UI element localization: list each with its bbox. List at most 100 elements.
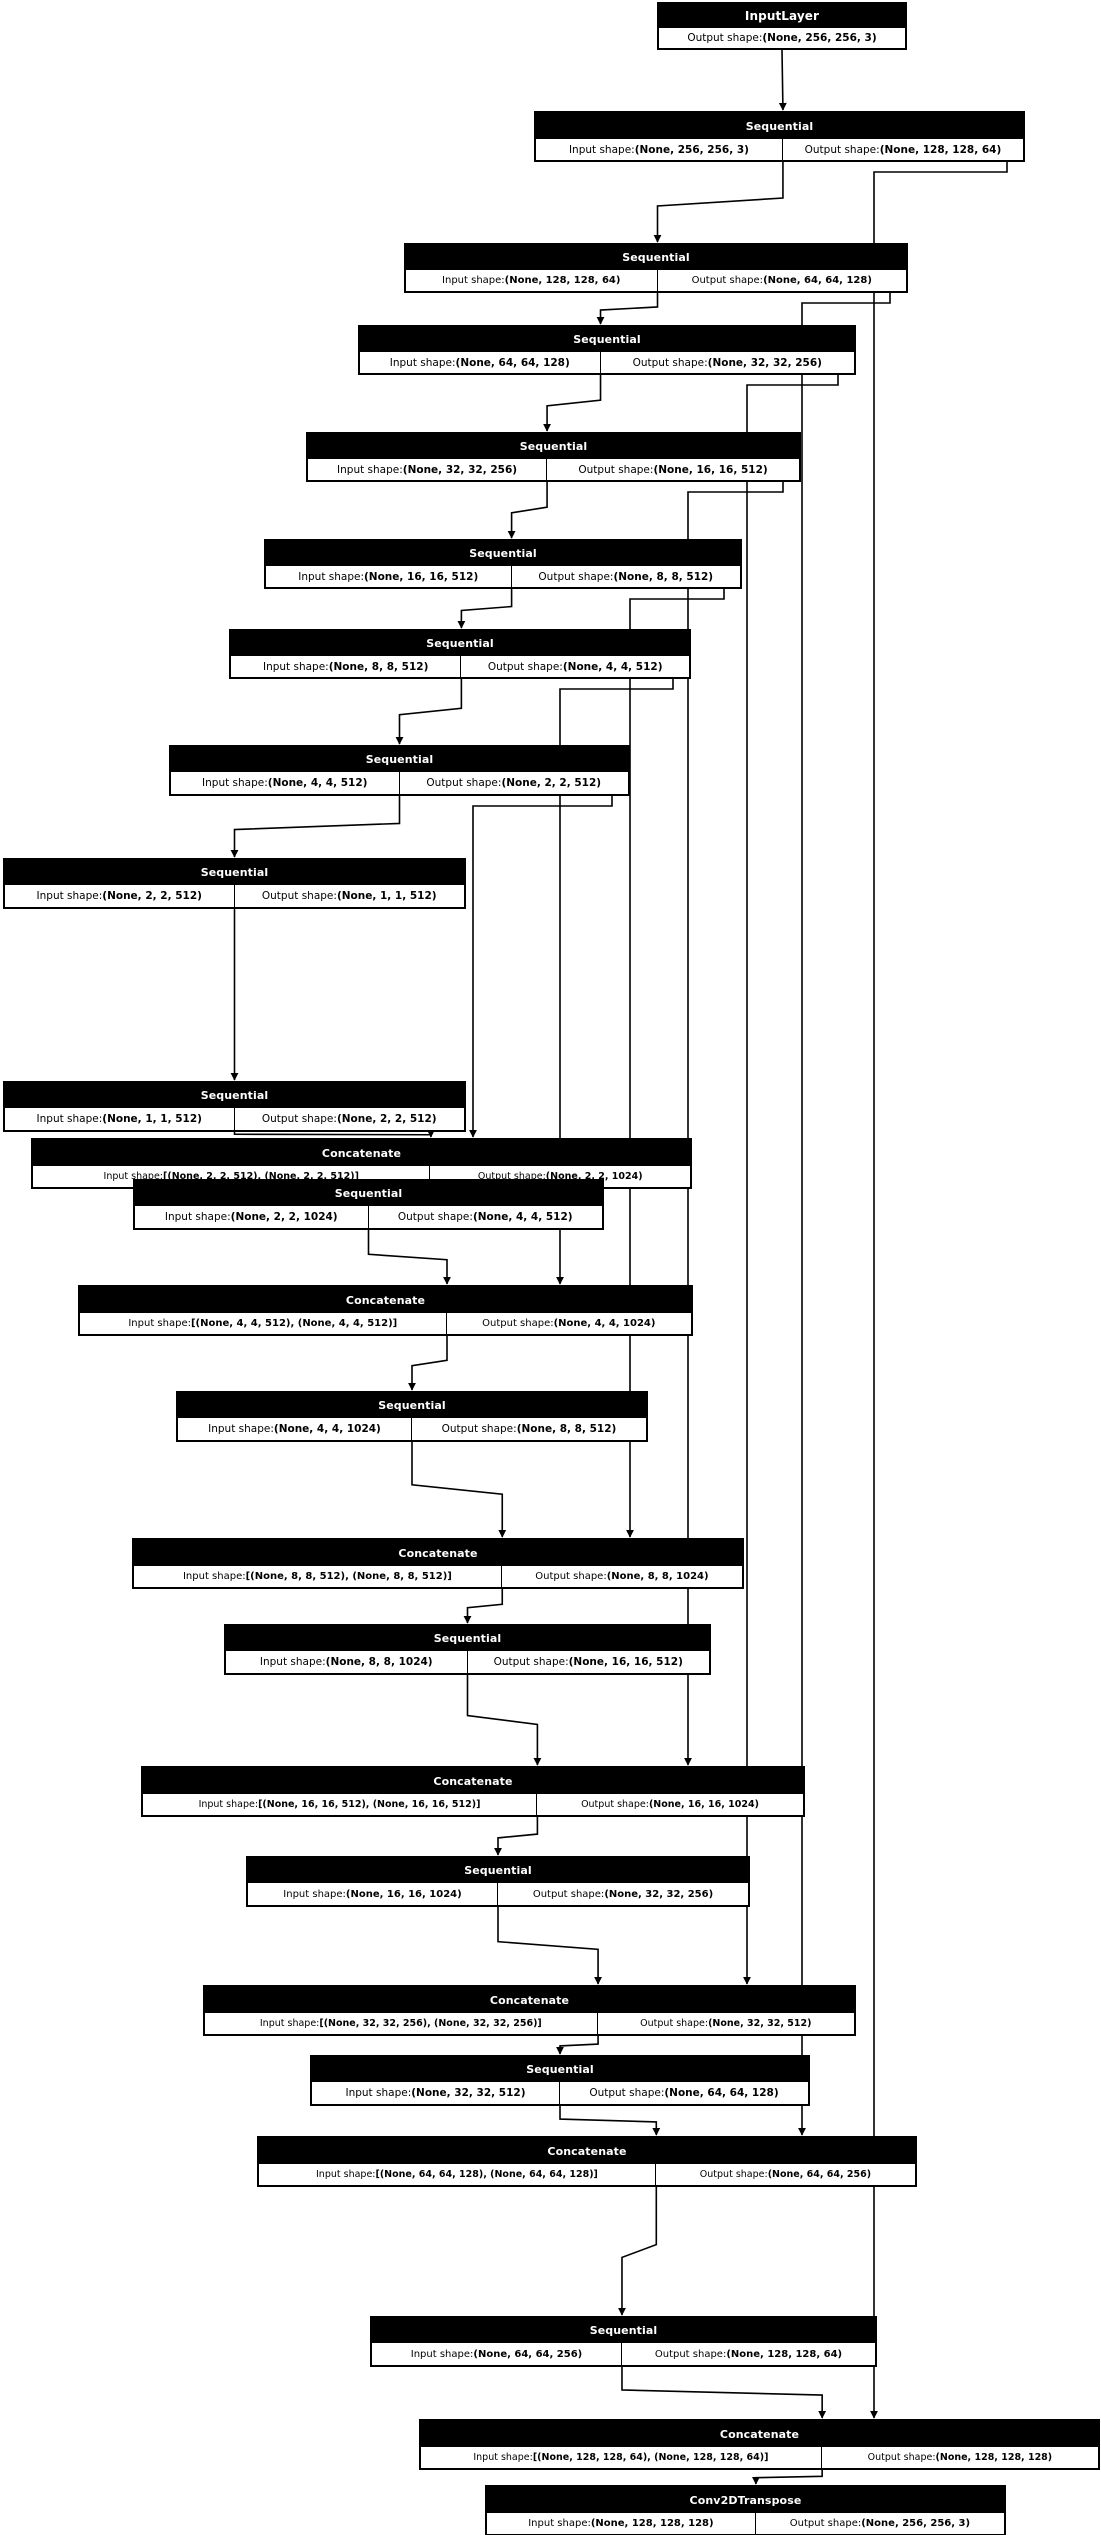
output-shape-label: Output shape: bbox=[477, 1171, 546, 1182]
input-shape-label: Input shape: bbox=[389, 356, 456, 369]
input-shape-value: (None, 64, 64, 128) bbox=[455, 356, 570, 369]
output-shape-cell: Output shape: (None, 64, 64, 128) bbox=[560, 2082, 808, 2104]
input-shape-cell: Input shape: (None, 2, 2, 1024) bbox=[135, 1206, 369, 1228]
output-shape-label: Output shape: bbox=[687, 32, 763, 44]
output-shape-value: (None, 4, 4, 1024) bbox=[553, 1318, 656, 1329]
output-shape-value: (None, 256, 256, 3) bbox=[762, 32, 877, 44]
node-title: Sequential bbox=[178, 1393, 646, 1418]
output-shape-label: Output shape: bbox=[426, 777, 502, 789]
edge-n20-n21 bbox=[617, 2187, 658, 2316]
node-title: Concatenate bbox=[80, 1287, 691, 1313]
node-title: Sequential bbox=[135, 1181, 602, 1206]
edge-n9-n10 bbox=[233, 1129, 435, 1138]
node-title: Concatenate bbox=[134, 1540, 742, 1566]
output-shape-cell: Output shape: (None, 32, 32, 256) bbox=[601, 352, 854, 373]
output-shape-cell: Output shape: (None, 16, 16, 1024) bbox=[537, 1794, 803, 1815]
input-shape-label: Input shape: bbox=[283, 1888, 346, 1900]
output-shape-cell: Output shape: (None, 128, 128, 64) bbox=[622, 2343, 875, 2365]
output-shape-cell: Output shape: (None, 4, 4, 512) bbox=[369, 1206, 603, 1228]
input-shape-cell: Input shape: [(None, 8, 8, 512), (None, … bbox=[134, 1566, 502, 1587]
edge-n3-n4 bbox=[543, 375, 602, 432]
edge-n1-n2 bbox=[653, 162, 784, 243]
input-shape-cell: Input shape: (None, 4, 4, 1024) bbox=[178, 1418, 412, 1440]
input-shape-value: (None, 2, 2, 512) bbox=[102, 890, 202, 902]
input-shape-value: (None, 256, 256, 3) bbox=[634, 143, 749, 156]
output-shape-cell: Output shape: (None, 16, 16, 512) bbox=[468, 1651, 710, 1673]
node-shapes: Input shape: (None, 8, 8, 512)Output sha… bbox=[231, 656, 689, 677]
edge-n16-n17 bbox=[494, 1817, 539, 1856]
input-shape-cell: Input shape: (None, 128, 128, 64) bbox=[406, 270, 658, 291]
edge-n13-n14 bbox=[411, 1442, 507, 1538]
output-shape-value: (None, 128, 128, 128) bbox=[935, 2452, 1053, 2463]
node-shapes: Input shape: (None, 2, 2, 1024)Output sh… bbox=[135, 1206, 602, 1228]
input-shape-cell: Input shape: (None, 64, 64, 256) bbox=[372, 2343, 622, 2365]
node-title: Concatenate bbox=[205, 1987, 854, 2013]
output-shape-value: (None, 16, 16, 512) bbox=[568, 1656, 683, 1668]
input-shape-label: Input shape: bbox=[410, 2348, 474, 2360]
output-shape-label: Output shape: bbox=[532, 1888, 605, 1900]
input-shape-cell: Input shape: [(None, 128, 128, 64), (Non… bbox=[421, 2447, 822, 2468]
input-shape-cell: Input shape: (None, 32, 32, 512) bbox=[312, 2082, 560, 2104]
input-shape-cell: Input shape: [(None, 64, 64, 128), (None… bbox=[259, 2164, 656, 2185]
output-shape-label: Output shape: bbox=[493, 1656, 569, 1668]
input-shape-label: Input shape: bbox=[345, 2087, 412, 2099]
edge-n4-n5 bbox=[507, 482, 548, 539]
node-shapes: Input shape: [(None, 8, 8, 512), (None, … bbox=[134, 1566, 742, 1587]
node-shapes: Input shape: (None, 1, 1, 512) Output sha… bbox=[5, 1108, 464, 1130]
output-shape-label: Output shape: bbox=[804, 143, 880, 156]
edge-n6-n7 bbox=[395, 679, 463, 745]
output-shape-label: Output shape: bbox=[581, 1799, 649, 1810]
node-shapes: Input shape: (None, 4, 4, 512)Output sha… bbox=[171, 772, 628, 794]
node-shapes: Input shape: (None, 32, 32, 512)Output s… bbox=[312, 2082, 808, 2104]
input-shape-cell: Input shape: (None, 1, 1, 512) bbox=[5, 1108, 235, 1130]
output-shape-cell: Output shape: (None, 2, 2, 512) bbox=[400, 772, 629, 794]
node-shapes: Input shape: [(None, 16, 16, 512), (None… bbox=[143, 1794, 803, 1815]
node-shapes: Input shape: [(None, 128, 128, 64), (Non… bbox=[421, 2447, 1098, 2468]
input-shape-cell: Input shape: [(None, 4, 4, 512), (None, … bbox=[80, 1313, 447, 1334]
node-shapes: Input shape: (None, 4, 4, 1024)Output sh… bbox=[178, 1418, 646, 1440]
output-shape-label: Output shape: bbox=[654, 2348, 727, 2360]
input-shape-value: [(None, 128, 128, 64), (None, 128, 128, … bbox=[532, 2452, 769, 2463]
output-shape-value: (None, 64, 64, 256) bbox=[767, 2169, 872, 2180]
node-title: Sequential bbox=[360, 327, 854, 352]
output-shape-value: (None, 1, 1, 512) bbox=[336, 890, 437, 902]
input-shape-label: Input shape: bbox=[337, 463, 403, 476]
input-shape-label: Input shape: bbox=[528, 2518, 591, 2529]
node-title: Sequential bbox=[372, 2318, 875, 2343]
edge-n17-n18 bbox=[497, 1907, 603, 1985]
node-title: Sequential bbox=[308, 434, 799, 459]
output-shape-value: (None, 32, 32, 256) bbox=[707, 356, 822, 369]
edges-group bbox=[230, 49, 1008, 2485]
node-shapes: Input shape: (None, 16, 16, 1024) Output … bbox=[248, 1883, 748, 1905]
output-shape-label: Output shape: bbox=[261, 1113, 337, 1125]
output-shape-cell: Output shape: (None, 4, 4, 512) bbox=[461, 656, 689, 677]
edge-n0-n1 bbox=[778, 49, 787, 111]
output-shape-label: Output shape: bbox=[578, 463, 654, 476]
input-shape-cell: Input shape: (None, 128, 128, 128) bbox=[487, 2513, 756, 2534]
input-shape-value: (None, 128, 128, 128) bbox=[590, 2518, 714, 2529]
input-shape-cell: Input shape: (None, 16, 16, 1024) bbox=[248, 1883, 498, 1905]
